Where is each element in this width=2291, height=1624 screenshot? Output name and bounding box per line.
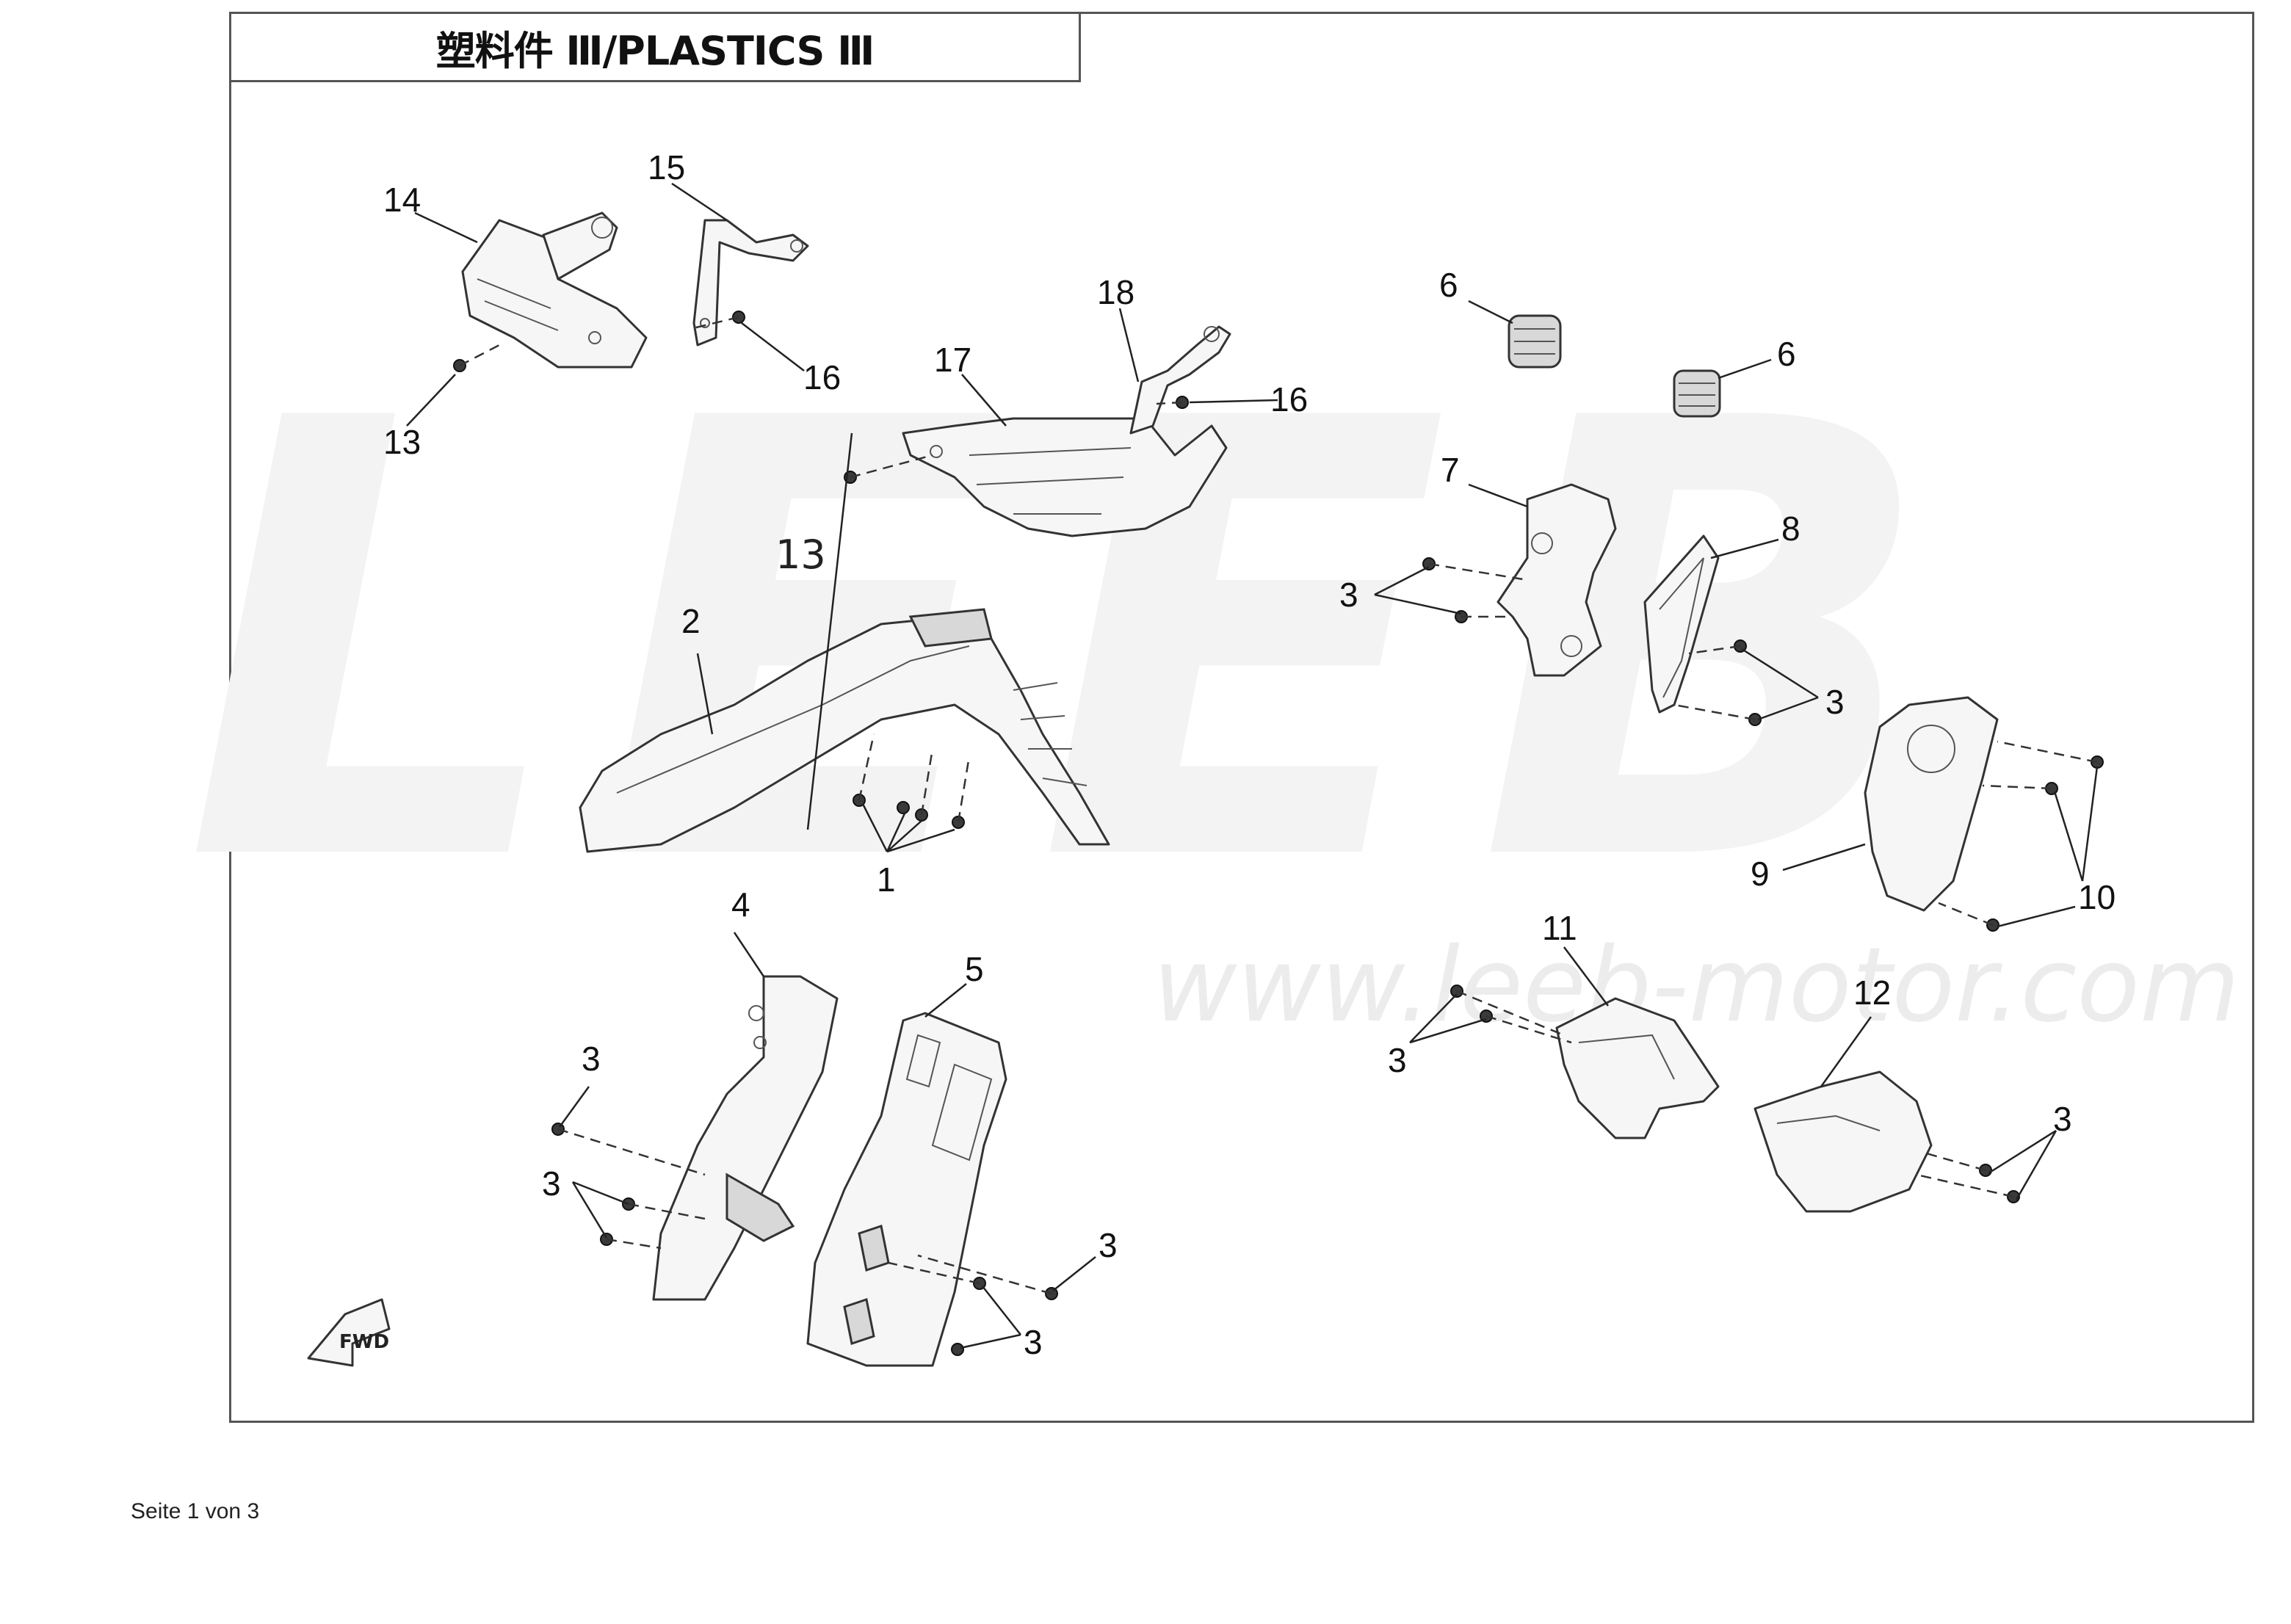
page-footer: Seite 1 von 3 [131,1499,260,1523]
callout-4: 4 [731,885,750,924]
callout-6a: 6 [1439,266,1458,304]
part-grommet-right [1673,369,1721,418]
watermark-url: www.leeb-motor.com [1153,926,2240,1045]
callout-7: 7 [1441,451,1460,489]
part-hand-guard-left [461,211,648,369]
callout-3d: 3 [2053,1100,2072,1138]
part-fender-screws [853,733,971,829]
callout-3h: 3 [1024,1323,1043,1361]
part-front-fender [579,608,1110,853]
part-bracket-left [692,219,809,347]
callout-5: 5 [965,950,984,988]
callout-3a: 3 [1339,576,1358,614]
diagram-frame [229,12,2254,1423]
callout-labels: 1 2 3 3 3 3 3 3 3 3 4 5 6 6 7 8 9 10 11 … [383,148,2116,1361]
part-cover-11 [1555,997,1720,1139]
callout-1: 1 [877,860,896,899]
callout-15: 15 [648,148,685,186]
callout-16b: 16 [1270,380,1308,418]
fasteners [453,311,2104,1356]
callout-14: 14 [383,181,421,219]
part-side-plate [1643,534,1720,714]
callout-17: 17 [934,341,971,379]
callout-3e: 3 [582,1040,601,1078]
fwd-label: FWD [339,1331,389,1353]
callout-13b: 13 [775,532,826,578]
callout-18: 18 [1097,273,1134,311]
fwd-arrow-icon: FWD [307,1298,391,1367]
part-fork-guard-right [806,1012,1007,1367]
part-hand-guard-right [902,417,1228,537]
diagram-title: 塑料件 Ⅲ/PLASTICS Ⅲ [229,12,1081,82]
callout-2: 2 [681,602,701,640]
callout-16a: 16 [803,358,841,396]
callout-6b: 6 [1777,335,1796,373]
callout-3c: 3 [1388,1041,1407,1079]
callout-13a: 13 [383,423,421,461]
callout-3g: 3 [1099,1226,1118,1264]
callout-3f: 3 [542,1164,561,1203]
callout-9: 9 [1751,855,1770,893]
leader-lines [406,182,2099,1349]
callout-12: 12 [1853,974,1891,1012]
callout-3b: 3 [1825,683,1845,721]
part-fork-guard-left [652,975,839,1301]
callout-8: 8 [1781,510,1800,548]
part-bracket-right [1129,325,1231,435]
callout-10: 10 [2078,878,2116,916]
part-grommet-left [1508,314,1562,369]
part-cover-12 [1753,1070,1933,1213]
part-number-plate-bracket [1496,483,1617,677]
part-side-cover [1864,696,1999,912]
watermark-logo: LEEB [184,294,1966,994]
callout-11: 11 [1542,909,1577,947]
